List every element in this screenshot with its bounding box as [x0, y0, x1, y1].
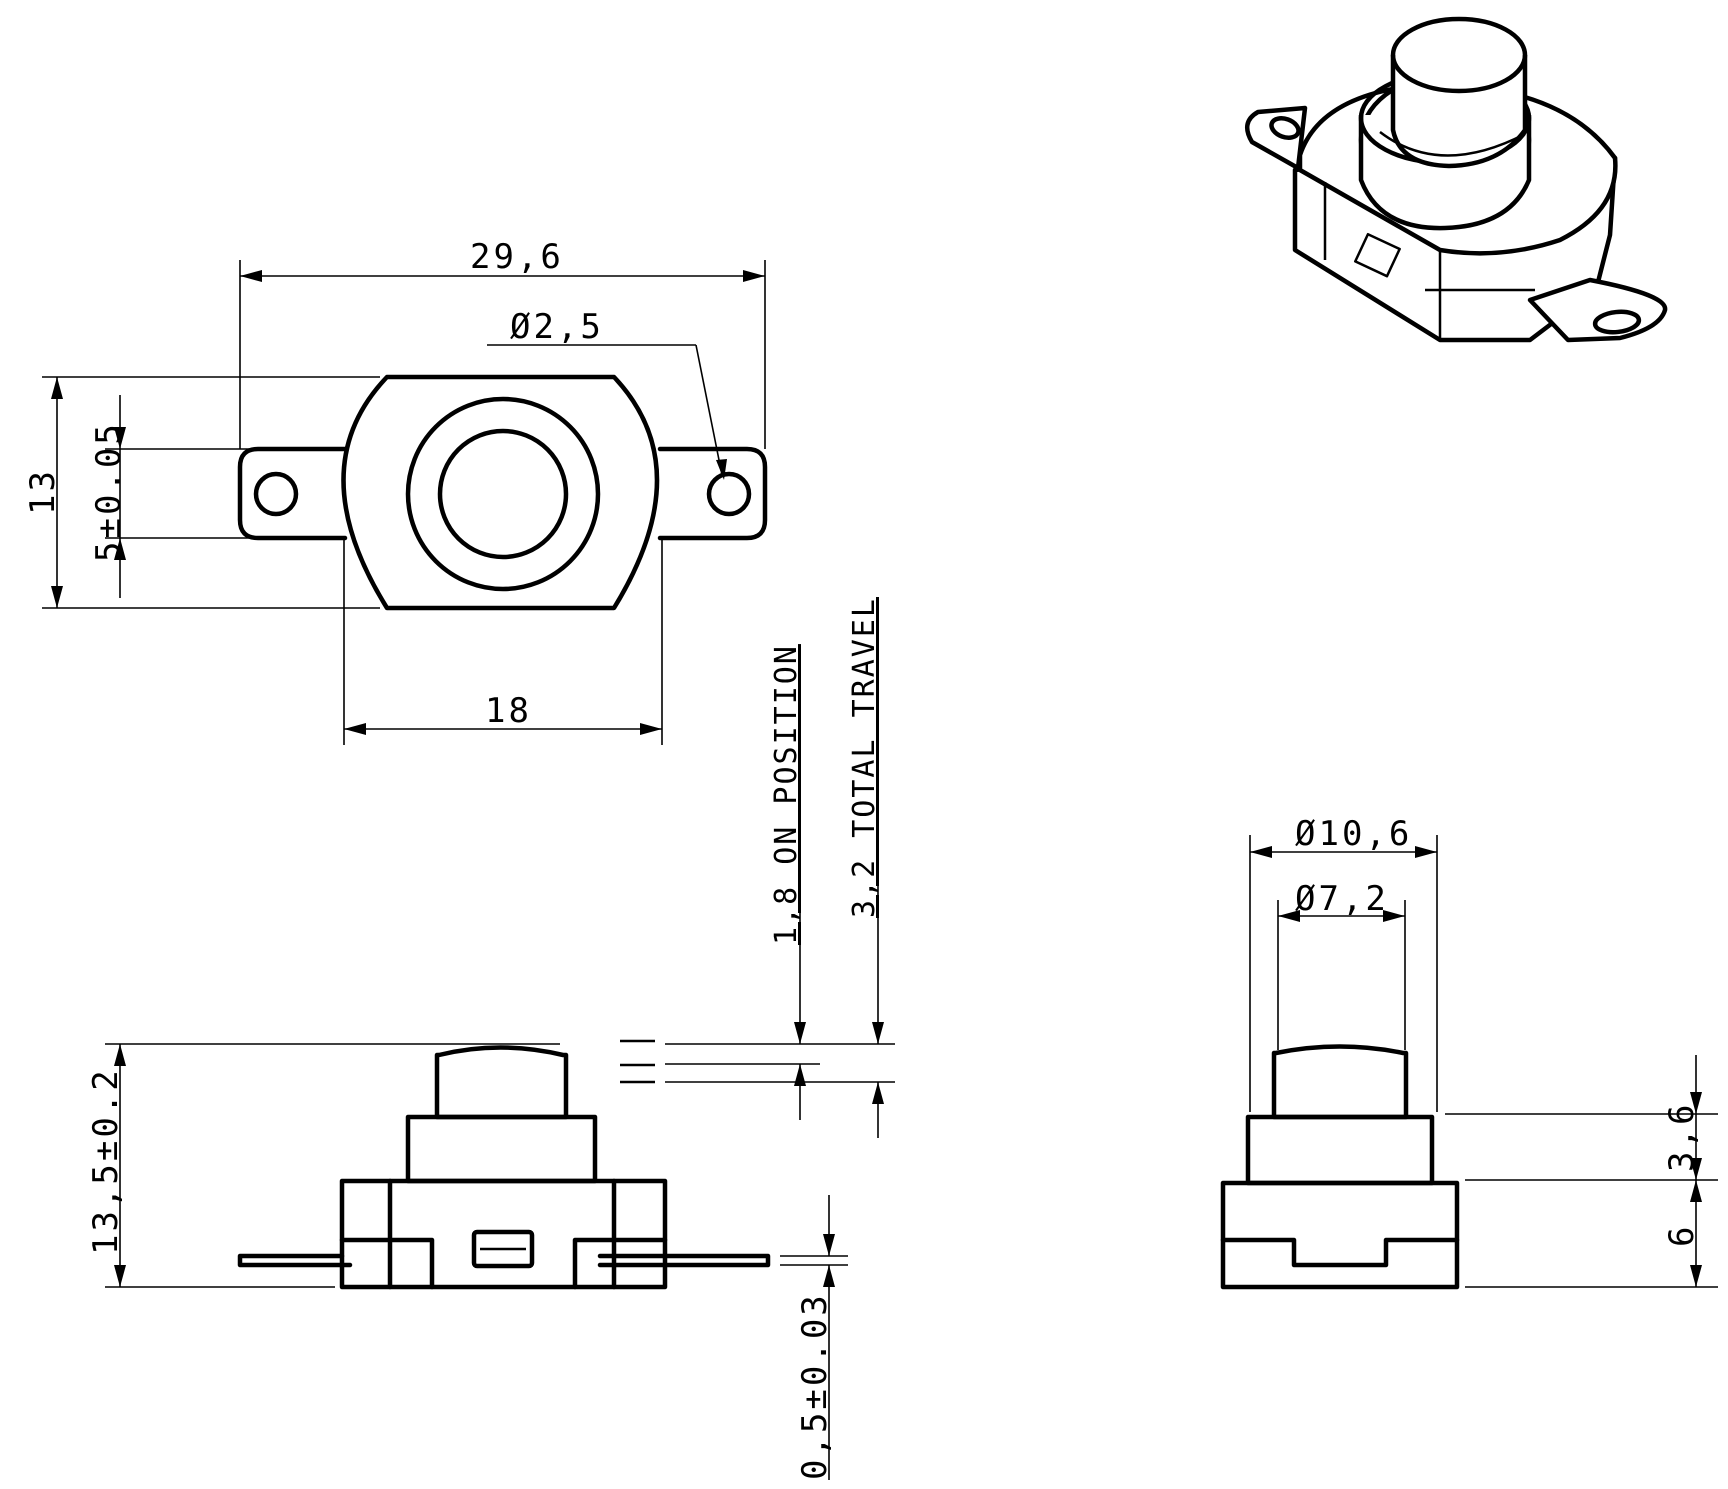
- dim-cap-outer-diameter: Ø10,6: [1295, 814, 1412, 854]
- front-view-collar: [405, 1114, 598, 1184]
- dim-lead-thickness: 0,5±0.03: [795, 1292, 835, 1480]
- note-total-travel: 3,2 TOTAL TRAVEL: [847, 597, 882, 918]
- note-on-position: 1,8 ON POSITION: [769, 644, 804, 945]
- front-view-right-lead: [597, 1253, 771, 1268]
- dim-body-height: 6: [1662, 1224, 1702, 1247]
- front-view-window: [471, 1229, 535, 1269]
- front-view-left-lead: [237, 1253, 353, 1268]
- dim-total-height: 13,5±0.2: [86, 1067, 126, 1255]
- front-view-housing: [339, 1178, 668, 1290]
- dim-hole-spacing: 5±0.05: [89, 421, 129, 562]
- top-view-cap-inner: [437, 428, 569, 560]
- dim-body-width: 18: [485, 691, 532, 731]
- top-view-body: [341, 374, 660, 611]
- top-view-left-hole: [253, 471, 299, 517]
- front-view: 13,5±0.2 1,8 ON POSITION 3,2 TOTAL TRAVE…: [86, 597, 895, 1480]
- dim-overall-width: 29,6: [470, 237, 564, 277]
- top-view-cap-outer: [405, 396, 601, 592]
- side-view: Ø10,6 Ø7,2 3,6 6: [1220, 814, 1718, 1290]
- dim-button-height: 3,6: [1662, 1102, 1702, 1172]
- side-view-cap: [1271, 1044, 1409, 1120]
- top-view-right-hole: [706, 471, 752, 517]
- side-view-collar: [1245, 1114, 1435, 1186]
- dim-button-diameter: Ø7,2: [1295, 879, 1389, 919]
- side-view-housing: [1220, 1180, 1460, 1290]
- dim-hole-diameter: Ø2,5: [510, 307, 604, 347]
- dim-overall-height: 13: [23, 468, 63, 515]
- front-view-cap: [434, 1045, 569, 1120]
- top-view-right-ear: [657, 446, 768, 541]
- top-view: 29,6 Ø2,5 13 5±0.05 18: [23, 237, 768, 745]
- isometric-view: [1244, 16, 1668, 343]
- top-view-left-ear: [237, 446, 348, 541]
